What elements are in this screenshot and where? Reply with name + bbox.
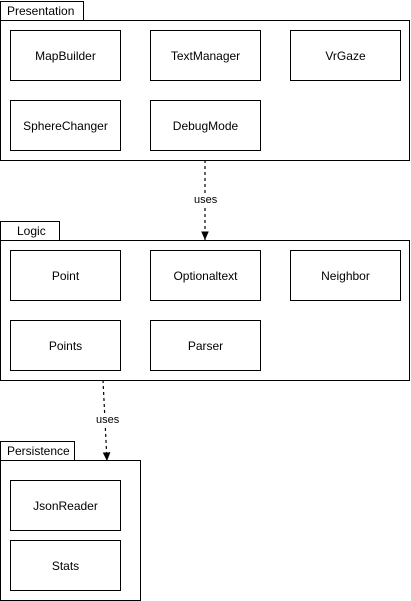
class-textmanager[interactable]: TextManager xyxy=(150,30,261,81)
class-point[interactable]: Point xyxy=(10,250,121,301)
edge-label-presentation-logic: uses xyxy=(193,194,219,206)
class-stats[interactable]: Stats xyxy=(10,540,121,591)
package-title-presentation: Presentation xyxy=(7,4,75,18)
class-optionaltext[interactable]: Optionaltext xyxy=(150,250,261,301)
class-debugmode[interactable]: DebugMode xyxy=(150,100,261,151)
class-jsonreader[interactable]: JsonReader xyxy=(10,480,121,531)
package-title-logic: Logic xyxy=(17,224,46,238)
package-tab-persistence: Persistence xyxy=(0,441,75,461)
class-neighbor[interactable]: Neighbor xyxy=(290,250,401,301)
edge-label-logic-persistence: uses xyxy=(95,414,121,426)
class-vrgaze[interactable]: VrGaze xyxy=(290,30,401,81)
edge-logic-persistence xyxy=(102,379,111,462)
class-points[interactable]: Points xyxy=(10,320,121,371)
package-tab-logic: Logic xyxy=(0,221,60,241)
package-tab-presentation: Presentation xyxy=(0,1,84,21)
class-mapbuilder[interactable]: MapBuilder xyxy=(10,30,121,81)
package-title-persistence: Persistence xyxy=(7,444,70,458)
class-parser[interactable]: Parser xyxy=(150,320,261,371)
class-spherechanger[interactable]: SphereChanger xyxy=(10,100,121,151)
